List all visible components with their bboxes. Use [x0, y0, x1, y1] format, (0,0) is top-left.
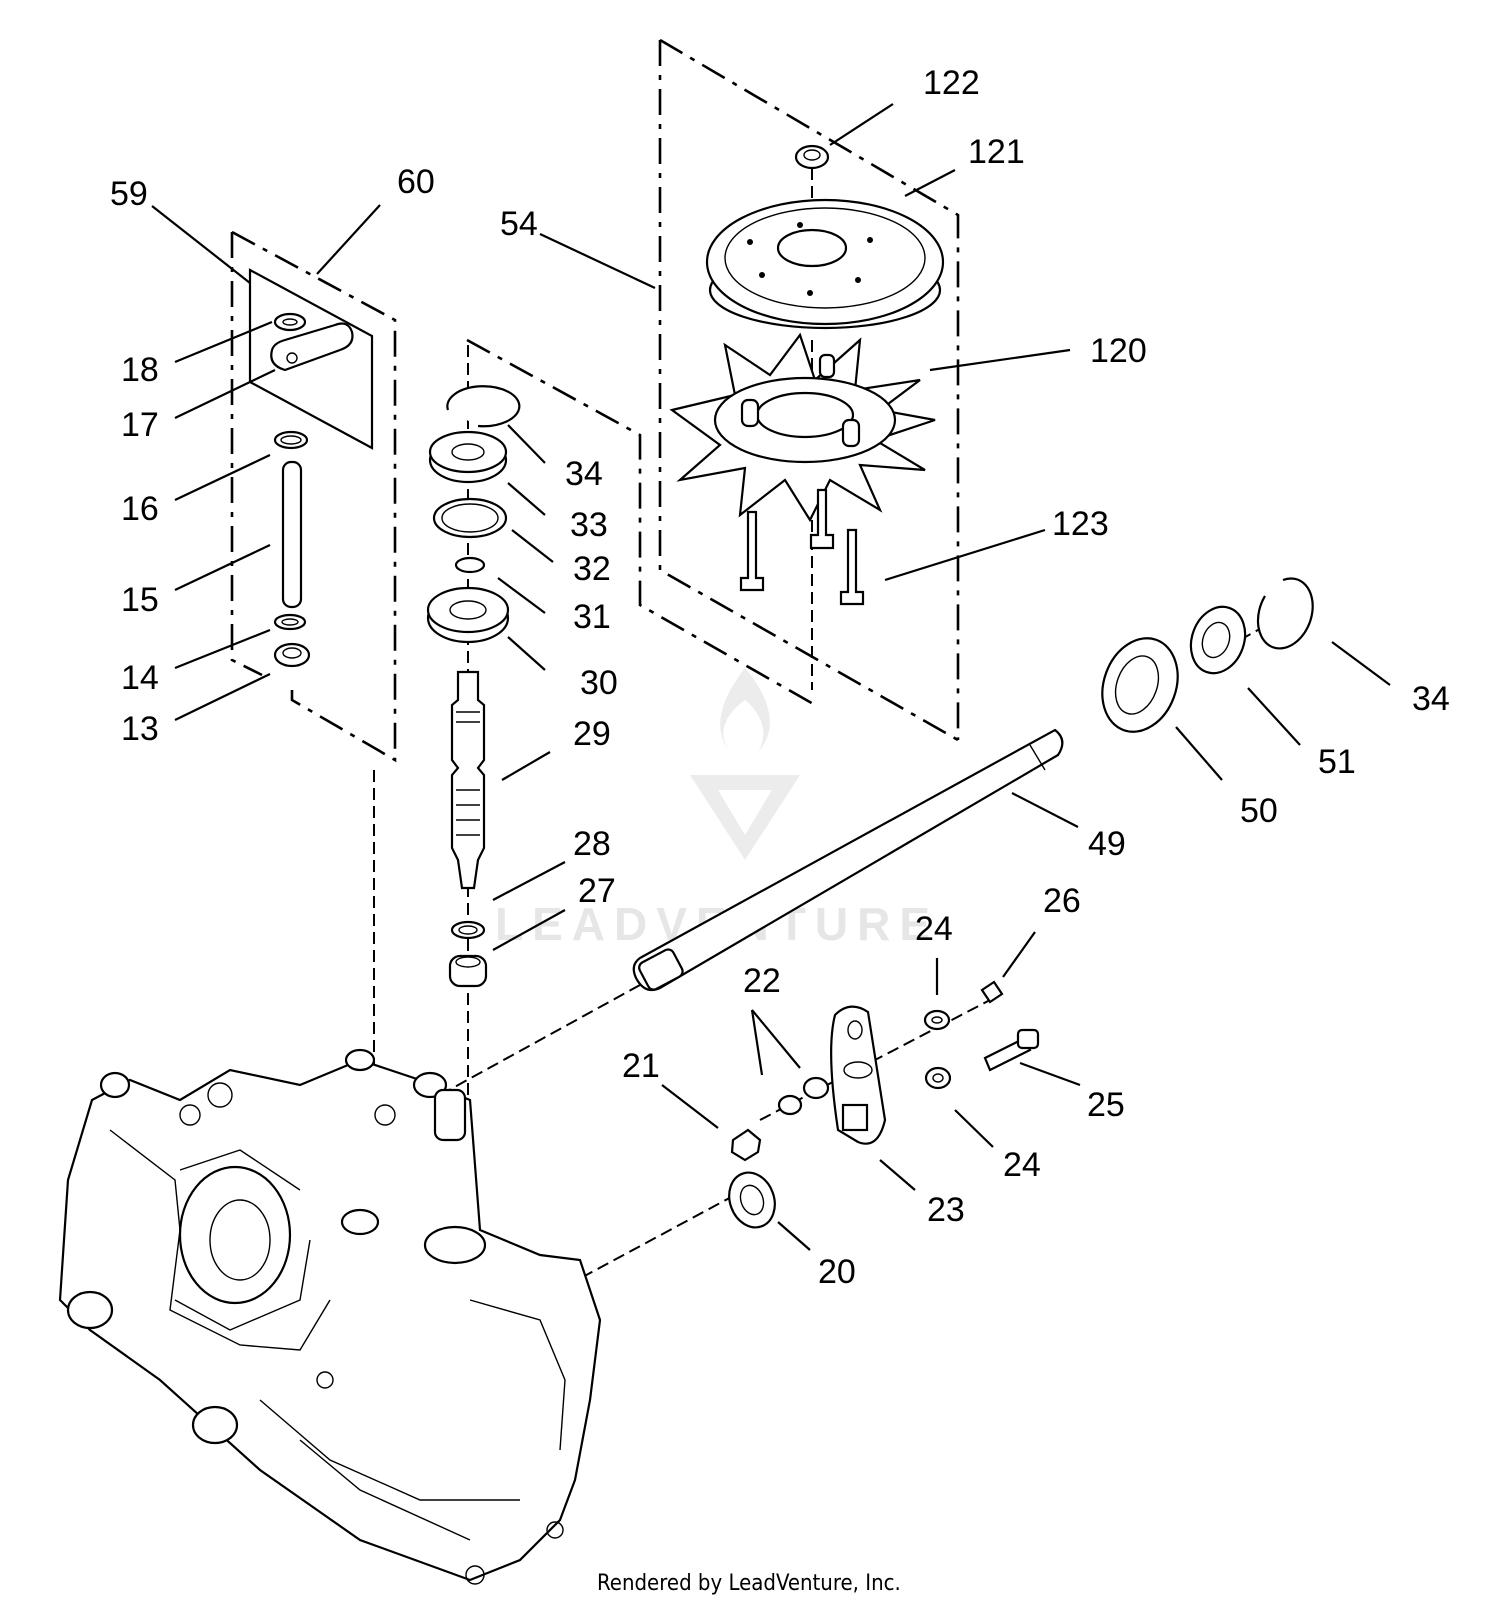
callout-21: 21	[622, 1047, 660, 1085]
callout-17: 17	[121, 406, 159, 444]
callout-14: 14	[121, 659, 159, 697]
callout-13: 13	[121, 710, 159, 748]
leader-lines	[151, 103, 1391, 1251]
callout-25: 25	[1087, 1086, 1125, 1124]
callout-22: 22	[743, 962, 781, 1000]
footer-credit: Rendered by LeadVenture, Inc.	[597, 1571, 901, 1596]
callout-50: 50	[1240, 792, 1278, 830]
part-121-pulley	[705, 198, 945, 330]
callout-51: 51	[1318, 743, 1356, 781]
callout-32: 32	[573, 550, 611, 588]
part-123-bolts	[739, 488, 865, 606]
callout-27: 27	[578, 872, 616, 910]
bracket-parts	[728, 980, 1040, 1229]
callout-121: 121	[968, 133, 1025, 171]
callout-30: 30	[580, 664, 618, 702]
left-stack-parts	[270, 312, 354, 668]
callout-60: 60	[397, 163, 435, 201]
callout-34-upper: 34	[565, 455, 603, 493]
callout-24-upper: 24	[915, 910, 953, 948]
callout-120: 120	[1090, 332, 1147, 370]
part-122-nut	[794, 144, 830, 170]
part-120-fan	[669, 332, 936, 523]
callout-26: 26	[1043, 882, 1081, 920]
callout-31: 31	[573, 598, 611, 636]
watermark-logo: LEADVENTURE	[495, 668, 930, 950]
callout-labels: 122 121 60 59 54 120 18 17 34 16 33 123 …	[110, 64, 1450, 1291]
callout-49: 49	[1088, 825, 1126, 863]
callout-54: 54	[500, 205, 538, 243]
callout-23: 23	[927, 1191, 965, 1229]
callout-20: 20	[818, 1253, 856, 1291]
callout-24-lower: 24	[1003, 1146, 1041, 1184]
callout-16: 16	[121, 490, 159, 528]
center-stack-parts	[426, 385, 521, 988]
callout-122: 122	[923, 64, 980, 102]
callout-123: 123	[1052, 505, 1109, 543]
right-axle-parts	[632, 577, 1314, 992]
callout-34-lower: 34	[1412, 680, 1450, 718]
callout-33: 33	[570, 506, 608, 544]
callout-59: 59	[110, 175, 148, 213]
transaxle-housing	[58, 1048, 602, 1585]
callout-28: 28	[573, 825, 611, 863]
callout-29: 29	[573, 715, 611, 753]
callout-15: 15	[121, 581, 159, 619]
callout-18: 18	[121, 351, 159, 389]
